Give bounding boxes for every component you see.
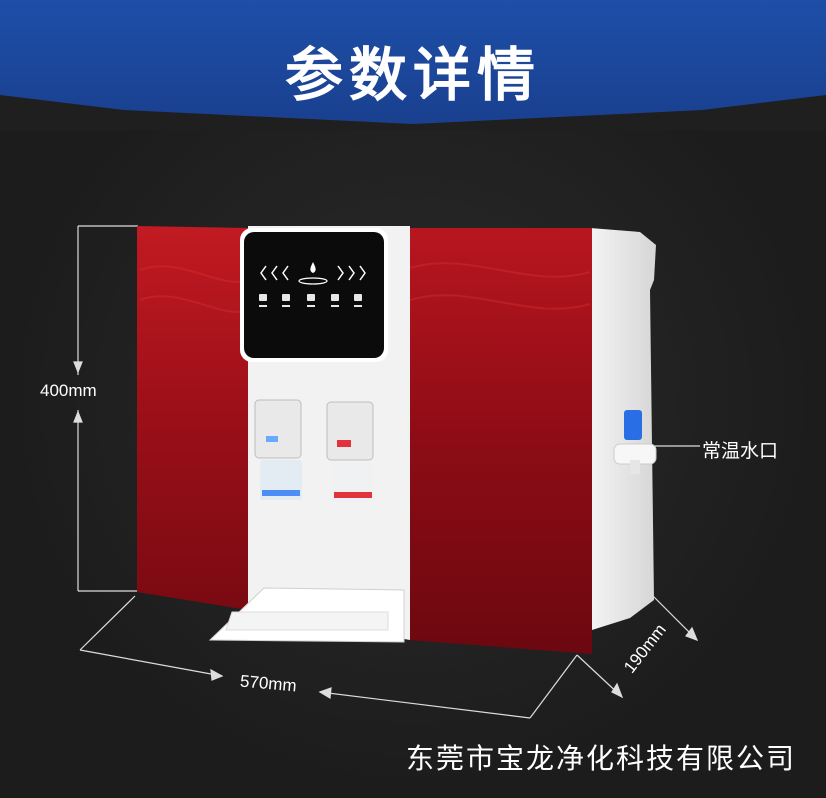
water-drop-icon [298,262,328,285]
page-title: 参数详情 [284,41,541,109]
button-icons [259,294,362,307]
company-name: 东莞市宝龙净化科技有限公司 [405,742,796,775]
faucet-cold-icon [254,399,302,500]
dimension-lines [73,225,700,719]
title-banner [0,0,826,124]
height-label: 400mm [40,381,97,400]
water-outlet-label: 常温水口 [702,441,779,462]
faucet-hot-icon [326,401,374,502]
